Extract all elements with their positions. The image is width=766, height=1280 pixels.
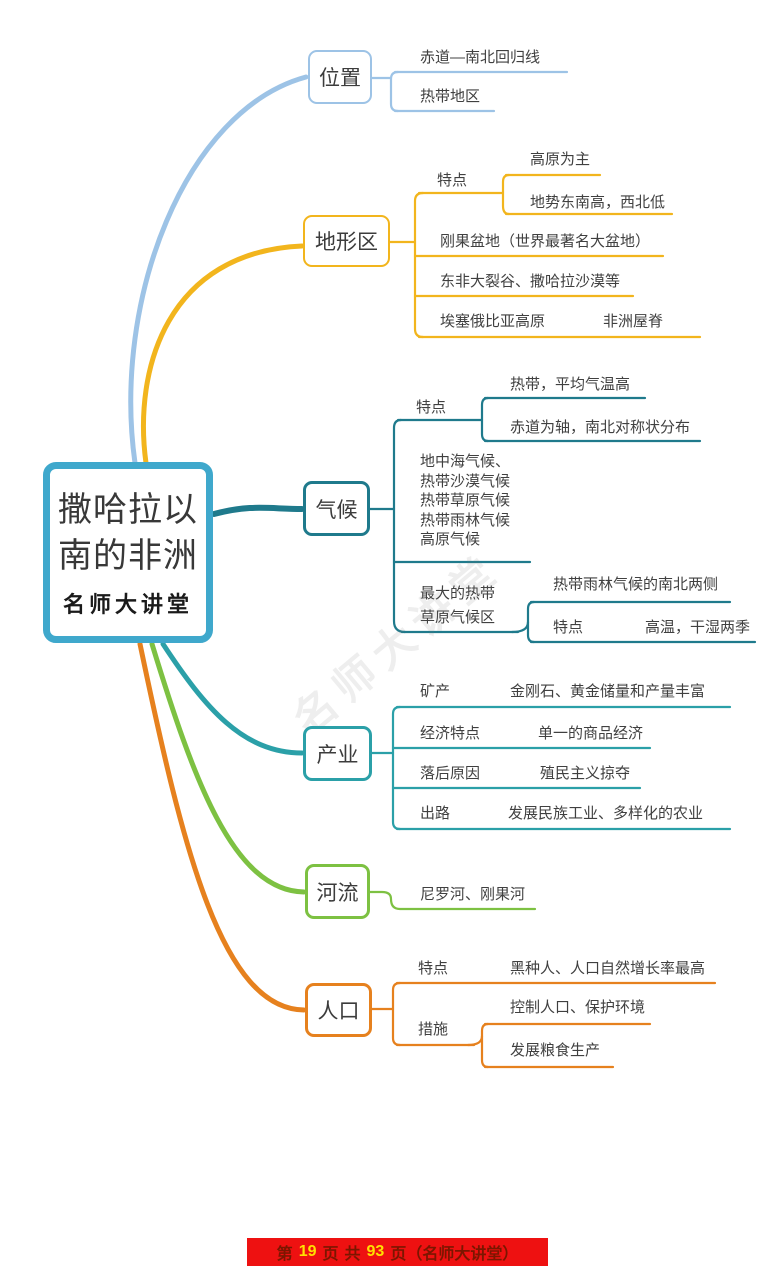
- branch-curve-location: [128, 74, 309, 466]
- climate-type-mediterranean: 地中海气候、: [420, 453, 511, 470]
- climate-savanna-topic[interactable]: 最大的热带 草原气候区: [420, 582, 495, 630]
- population-measure-food[interactable]: 发展粮食生产: [510, 1042, 601, 1059]
- topic-population[interactable]: 人口: [305, 983, 372, 1037]
- climate-type-rainforest: 热带雨林气候: [420, 511, 511, 529]
- industry-key-minerals[interactable]: 矿产: [420, 683, 451, 700]
- terrain-item-congo-basin[interactable]: 刚果盆地（世界最著名大盆地）: [440, 233, 651, 250]
- terrain-feature-relief[interactable]: 地势东南高，西北低: [530, 194, 666, 211]
- location-item-equator[interactable]: 赤道—南北回归线: [420, 49, 541, 66]
- rivers-item-nile-congo[interactable]: 尼罗河、刚果河: [420, 886, 526, 903]
- terrain-note-roof-of-africa[interactable]: 非洲屋脊: [603, 313, 664, 330]
- topic-industry[interactable]: 产业: [303, 726, 372, 781]
- topic-terrain[interactable]: 地形区: [303, 215, 390, 267]
- central-title-line2: 南的非洲: [58, 536, 198, 575]
- branch-curve-climate: [211, 504, 305, 517]
- industry-value-way-out[interactable]: 发展民族工业、多样化的农业: [508, 805, 704, 822]
- footer-text-suffix: 页（名师大讲堂）: [390, 1246, 519, 1263]
- topic-climate[interactable]: 气候: [303, 481, 370, 536]
- branch-curve-industry: [160, 641, 305, 756]
- central-topic[interactable]: 撒哈拉以 南的非洲 名师大讲堂: [43, 462, 213, 643]
- location-item-tropics[interactable]: 热带地区: [420, 88, 481, 105]
- climate-feature-hot[interactable]: 热带，平均气温高: [510, 376, 631, 393]
- climate-savanna-line2: 草原气候区: [420, 609, 496, 626]
- climate-savanna-feature-key[interactable]: 特点: [553, 619, 584, 636]
- climate-feature-symmetry[interactable]: 赤道为轴，南北对称状分布: [510, 419, 691, 436]
- branch-curve-terrain: [141, 243, 305, 466]
- footer-text-gong: 共: [344, 1246, 361, 1263]
- population-measure-key[interactable]: 措施: [418, 1021, 449, 1038]
- branch-curve-rivers: [149, 641, 307, 895]
- climate-types-list[interactable]: 地中海气候、 热带沙漠气候 热带草原气候 热带雨林气候 高原气候: [420, 452, 510, 550]
- terrain-feature-key[interactable]: 特点: [437, 172, 468, 189]
- topic-location[interactable]: 位置: [308, 50, 372, 104]
- industry-value-economy[interactable]: 单一的商品经济: [538, 725, 644, 742]
- population-feature-value[interactable]: 黑种人、人口自然增长率最高: [510, 960, 706, 977]
- industry-value-backward-reason[interactable]: 殖民主义掠夺: [540, 765, 631, 782]
- climate-feature-key[interactable]: 特点: [416, 399, 447, 416]
- central-subtitle: 名师大讲堂: [62, 591, 193, 617]
- terrain-item-rift-desert[interactable]: 东非大裂谷、撒哈拉沙漠等: [440, 273, 621, 290]
- climate-type-plateau: 高原气候: [420, 531, 481, 548]
- industry-key-economy[interactable]: 经济特点: [420, 725, 481, 742]
- footer-page-number: 19: [298, 1243, 317, 1260]
- footer-text-ye: 页: [322, 1246, 339, 1263]
- population-feature-key[interactable]: 特点: [418, 960, 449, 977]
- industry-key-backward-reason[interactable]: 落后原因: [420, 765, 481, 782]
- footer-total-pages: 93: [366, 1243, 385, 1260]
- population-measure-control[interactable]: 控制人口、保护环境: [510, 999, 646, 1016]
- terrain-feature-plateau[interactable]: 高原为主: [530, 151, 591, 168]
- branch-curve-population: [137, 641, 307, 1013]
- climate-savanna-feature[interactable]: 高温，干湿两季: [645, 619, 751, 636]
- industry-key-way-out[interactable]: 出路: [420, 805, 451, 822]
- topic-rivers[interactable]: 河流: [305, 864, 370, 919]
- central-title-line1: 撒哈拉以: [58, 490, 198, 529]
- climate-savanna-line1: 最大的热带: [420, 585, 496, 602]
- climate-savanna-location[interactable]: 热带雨林气候的南北两侧: [553, 576, 719, 593]
- footer-text-di: 第: [276, 1246, 293, 1263]
- climate-type-desert: 热带沙漠气候: [420, 472, 511, 490]
- industry-value-minerals[interactable]: 金刚石、黄金储量和产量丰富: [510, 683, 706, 700]
- terrain-item-ethiopia-plateau[interactable]: 埃塞俄比亚高原: [440, 313, 546, 330]
- page-footer: 第 19 页 共 93 页（名师大讲堂）: [247, 1238, 548, 1266]
- climate-type-savanna: 热带草原气候: [420, 492, 511, 509]
